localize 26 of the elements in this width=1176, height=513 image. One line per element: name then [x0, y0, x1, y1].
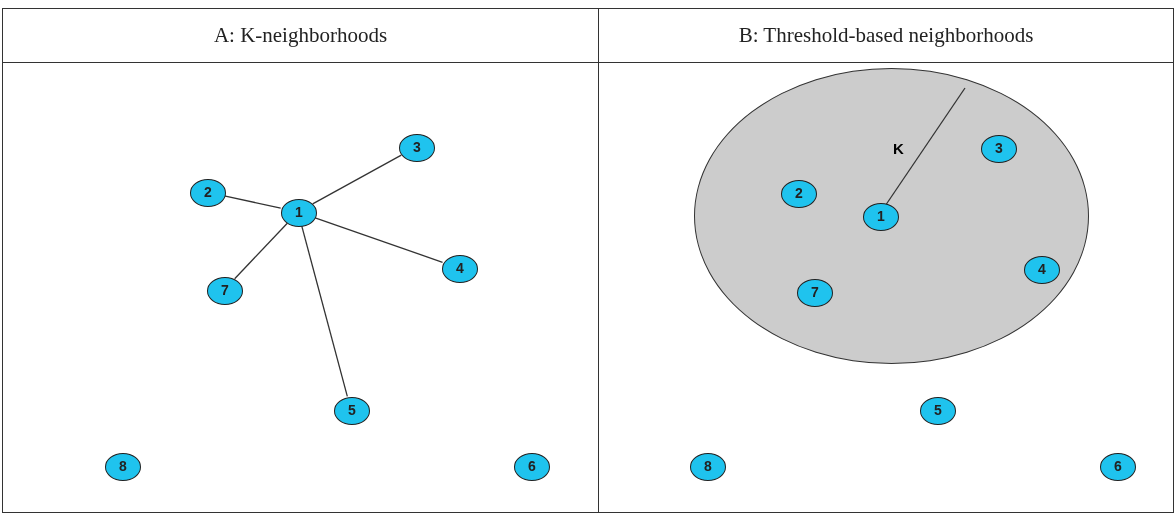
- node-circle: 1: [281, 199, 317, 227]
- node-circle: 3: [399, 134, 435, 162]
- panel: [2, 8, 599, 513]
- connector-line: [234, 222, 288, 280]
- connector-line: [223, 195, 282, 209]
- node-circle: 4: [1024, 256, 1060, 284]
- node-circle: 8: [690, 453, 726, 481]
- connector-line: [313, 217, 444, 263]
- node-circle: 2: [190, 179, 226, 207]
- node-circle: 7: [797, 279, 833, 307]
- panel: [598, 8, 1174, 513]
- connector-line: [312, 154, 402, 205]
- node-circle: 8: [105, 453, 141, 481]
- node-circle: 3: [981, 135, 1017, 163]
- node-circle: 5: [334, 397, 370, 425]
- node-circle: 2: [781, 180, 817, 208]
- connector-line: [301, 225, 348, 397]
- node-circle: 4: [442, 255, 478, 283]
- node-circle: 6: [514, 453, 550, 481]
- node-circle: 6: [1100, 453, 1136, 481]
- node-circle: 7: [207, 277, 243, 305]
- dimension-label: K: [893, 140, 904, 157]
- node-circle: 1: [863, 203, 899, 231]
- panel-heading: A: K-neighborhoods: [3, 9, 598, 63]
- panel-heading: B: Threshold-based neighborhoods: [599, 9, 1173, 63]
- node-circle: 5: [920, 397, 956, 425]
